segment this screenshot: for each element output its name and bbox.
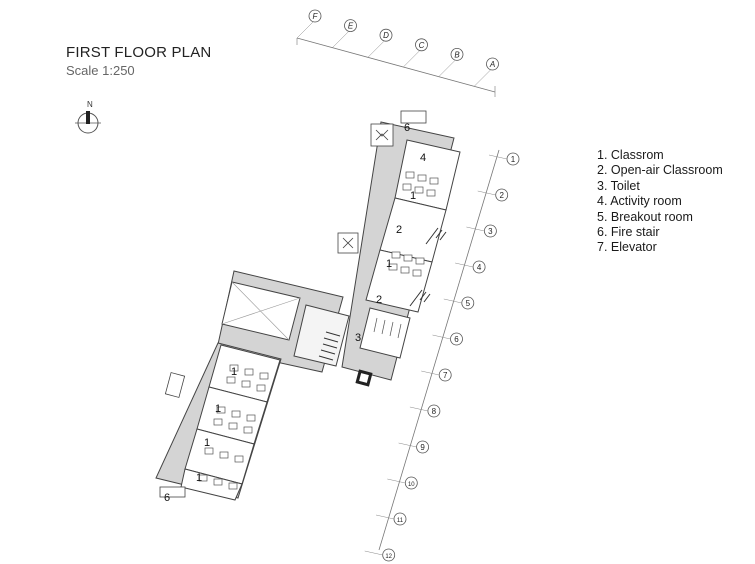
grid-line-right <box>378 149 500 551</box>
svg-text:A: A <box>489 60 495 69</box>
toilet-fixtures <box>373 317 402 339</box>
room-number-label: 3 <box>355 332 361 344</box>
legend-item: 1. Classrom <box>597 148 664 162</box>
plan-title: FIRST FLOOR PLAN <box>66 44 212 61</box>
room-number-label: 1 <box>204 437 210 449</box>
landing-south <box>159 486 186 498</box>
svg-text:1: 1 <box>511 155 516 164</box>
plan-scale: Scale 1:250 <box>66 63 135 78</box>
grid-bubble-right: 6 <box>432 332 463 346</box>
room-number-label: 1 <box>196 472 202 484</box>
grid-bubble-right: 7 <box>421 368 452 382</box>
room-number-label: 6 <box>164 492 170 504</box>
grid-bubble-right: 5 <box>443 296 475 310</box>
legend-item: 5. Breakout room <box>597 209 693 224</box>
room-number-label: 6 <box>404 122 410 134</box>
svg-text:8: 8 <box>432 407 437 416</box>
elevator-icon <box>355 369 373 387</box>
svg-text:E: E <box>348 22 354 31</box>
room-number-label: 2 <box>376 294 382 306</box>
stair-treads <box>318 331 341 361</box>
svg-text:10: 10 <box>408 482 415 488</box>
grid-bubble-right: 4 <box>455 260 486 274</box>
grid-bubble-right: 3 <box>466 224 497 238</box>
grid-bubble-top: F <box>296 9 322 39</box>
room-open-air-2 <box>365 249 433 313</box>
grid-bubble-right: 2 <box>477 188 509 202</box>
svg-text:F: F <box>313 12 319 21</box>
svg-text:7: 7 <box>443 371 448 380</box>
grid-bubble-right: 8 <box>409 404 441 418</box>
balcony-west <box>164 372 186 398</box>
svg-text:11: 11 <box>397 518 404 524</box>
desk-clusters <box>198 171 439 490</box>
legend-item: 7. Elevator <box>597 240 657 255</box>
svg-text:3: 3 <box>488 227 493 236</box>
legend-item: 4. Activity room <box>597 194 682 209</box>
svg-text:2: 2 <box>499 191 504 200</box>
room-toilet <box>359 307 411 359</box>
room-number-label: 1 <box>386 258 392 270</box>
north-arrow-icon: N <box>75 100 101 134</box>
svg-text:12: 12 <box>385 554 392 560</box>
room-stair-core <box>293 304 350 367</box>
room-activity <box>394 139 461 211</box>
svg-text:B: B <box>454 50 460 59</box>
grid-bubble-top: B <box>438 48 464 77</box>
svg-text:C: C <box>419 41 425 50</box>
grid-bubble-top: A <box>474 57 499 87</box>
room-number-label: 2 <box>396 224 402 236</box>
roof-fire-stair <box>400 110 427 124</box>
room-number-label: 1 <box>215 403 221 415</box>
north-label: N <box>87 100 93 109</box>
svg-text:D: D <box>383 31 389 40</box>
svg-text:9: 9 <box>420 443 425 452</box>
room-number-label: 1 <box>410 190 416 202</box>
room-number-label: 4 <box>420 152 426 164</box>
grid-bubble-right: 9 <box>398 440 430 454</box>
grid-line-top <box>296 37 496 97</box>
fire-stair-icon <box>337 123 394 254</box>
grid-bubble-top: D <box>367 28 393 58</box>
grid-bubble-right: 10 <box>387 476 418 490</box>
grid-bubble-top: C <box>403 38 428 67</box>
legend-item: 2. Open-air Classroom <box>597 163 723 178</box>
grid-bubble-right: 1 <box>488 152 520 166</box>
folding-doors <box>409 227 447 307</box>
grid-bubble-right: 12 <box>364 548 396 562</box>
legend-item: 3. Toilet <box>597 178 640 193</box>
room-number-label: 1 <box>231 366 237 378</box>
room-legend: 1. Classrom 2. Open-air Classroom 3. Toi… <box>597 148 723 256</box>
svg-text:6: 6 <box>454 335 459 344</box>
classroom-d <box>180 468 243 501</box>
svg-text:5: 5 <box>466 299 471 308</box>
svg-text:4: 4 <box>477 263 482 272</box>
grid-bubble-top: E <box>332 19 357 48</box>
grid-bubble-right: 11 <box>375 512 407 526</box>
legend-item: 6. Fire stair <box>597 225 660 240</box>
